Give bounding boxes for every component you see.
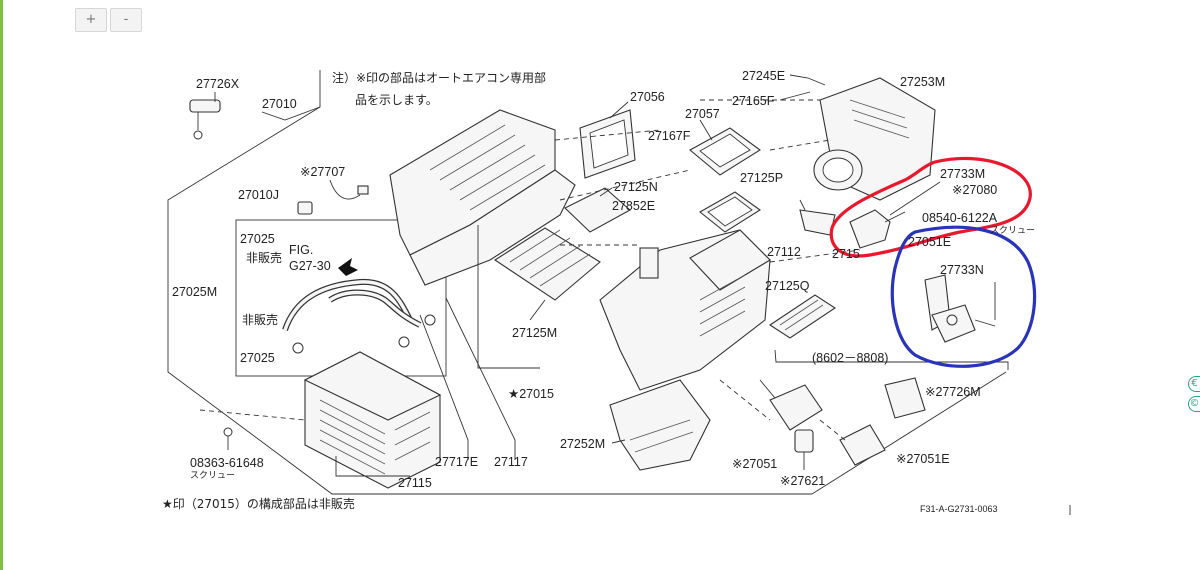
date-range-frame (774, 349, 1009, 370)
part-label: ※27707 (300, 165, 345, 179)
part-label: ★27015 (508, 387, 554, 401)
not-sold-label-2: 非販売 (242, 312, 278, 327)
lead-27056 (609, 101, 629, 119)
fig-number: G27-30 (289, 259, 331, 273)
part-label: ※27726M (925, 385, 981, 399)
dash-line-6 (769, 139, 831, 151)
frame-27125P-part (699, 191, 761, 233)
box-lead-27717E (419, 314, 469, 460)
screw-label-1: スクリュー (190, 470, 235, 480)
part-label: ※27621 (780, 474, 825, 488)
dash-line-4 (559, 169, 691, 201)
part-label: 27010J (238, 188, 279, 202)
arrow-icon (338, 258, 358, 276)
lead-27015 (477, 225, 540, 369)
blue-highlight-loop (890, 225, 1037, 368)
part-label: 27852E (612, 199, 655, 213)
box-lead-27117 (445, 297, 516, 460)
blower-housing-part (813, 77, 936, 201)
dash-line-2 (819, 419, 846, 441)
footer-note: ★印（27015）の構成部品は非販売 (162, 496, 355, 511)
part-label: 27057 (685, 107, 720, 121)
part-label: 27733M (940, 167, 985, 181)
filter-27125N-part (564, 187, 631, 233)
part-label: 27165F (732, 94, 775, 108)
side-tab-copyright-icon[interactable]: © (1188, 396, 1200, 412)
part-label: 27056 (630, 90, 665, 104)
actuator-27733N-part (924, 274, 996, 343)
not-sold-label-1: 非販売 (246, 250, 282, 265)
frame-outline-left (167, 70, 812, 495)
lead-27057 (699, 119, 713, 141)
lead-27252M (611, 439, 626, 444)
panel-27125Q-part (768, 294, 837, 339)
zoom-in-button[interactable]: + (75, 8, 107, 32)
lead-27733M (889, 181, 941, 216)
sensor-27726M-part (884, 377, 926, 419)
servo-27051-part (759, 379, 823, 431)
part-label: 27726X (196, 77, 240, 91)
drawing-code: F31-A-G2731-0063 (920, 504, 998, 514)
sensor-27726X-part (189, 99, 221, 140)
lead-27165F (779, 91, 811, 101)
side-tab-euro-icon[interactable]: € (1188, 376, 1200, 392)
part-label: 27112 (767, 245, 801, 259)
part-label: 08363-61648 (190, 456, 264, 470)
zoom-out-button[interactable]: - (110, 8, 142, 32)
part-label: 27010 (262, 97, 297, 111)
lead-27125N (599, 187, 613, 197)
part-label: 27051E (908, 235, 951, 249)
red-highlight-loop (829, 156, 1032, 258)
valve-27621-part (794, 429, 814, 470)
left-accent-bar (0, 0, 3, 570)
date-range-label: (8602－8808) (812, 351, 888, 365)
part-label: 08540-6122A (922, 211, 998, 225)
part-label: 27025 (240, 351, 275, 365)
lead-27125M (529, 299, 546, 321)
linkage-27112-part (799, 199, 836, 236)
frame-27056-part (579, 109, 636, 179)
lead-27010 (261, 106, 321, 121)
part-label: 27125N (614, 180, 658, 194)
part-label: 27252M (560, 437, 605, 451)
lead-27245E (789, 74, 826, 86)
part-label: 27125P (740, 171, 783, 185)
note-line-2: 品を示します。 (355, 93, 438, 107)
duct-27252M-part (609, 379, 711, 471)
filter-27125M-part (493, 227, 601, 301)
dash-line-8 (199, 409, 306, 421)
part-label: 27245E (742, 69, 785, 83)
part-label: 27025M (172, 285, 217, 299)
part-label: 27717E (435, 455, 478, 469)
heater-case-part (389, 109, 576, 286)
part-label: 27733N (940, 263, 984, 277)
part-label: 27125Q (765, 279, 810, 293)
heater-unit-part (599, 229, 771, 391)
frame-outline-bottom-right (811, 371, 1007, 495)
part-label: 27125M (512, 326, 557, 340)
core-lead-27115 (335, 456, 410, 477)
heater-core-part (303, 351, 442, 489)
part-label: 27253M (900, 75, 945, 89)
bracket-27051E-part (839, 424, 886, 466)
screw-label-2: スクリュー (990, 225, 1035, 235)
sensor-27707-part (297, 179, 369, 215)
part-label: 27167F (648, 129, 691, 143)
part-label: ※27051E (896, 452, 950, 466)
actuator-27733M-part (849, 209, 906, 249)
part-label: 27117 (494, 455, 528, 469)
screw-08363-part (223, 427, 233, 450)
dash-line-1 (719, 379, 771, 421)
fig-label: FIG. (289, 243, 313, 257)
part-label: ※27051 (732, 457, 777, 471)
note-line-1: 注）※印の部品はオートエアコン専用部 (332, 70, 546, 85)
part-label: 2715 (832, 247, 860, 261)
part-label: 27025 (240, 232, 275, 246)
part-label: 27115 (398, 476, 432, 490)
part-label: ※27080 (952, 183, 997, 197)
frame-27057-part (689, 127, 761, 176)
hose-pipes-part (282, 278, 436, 354)
